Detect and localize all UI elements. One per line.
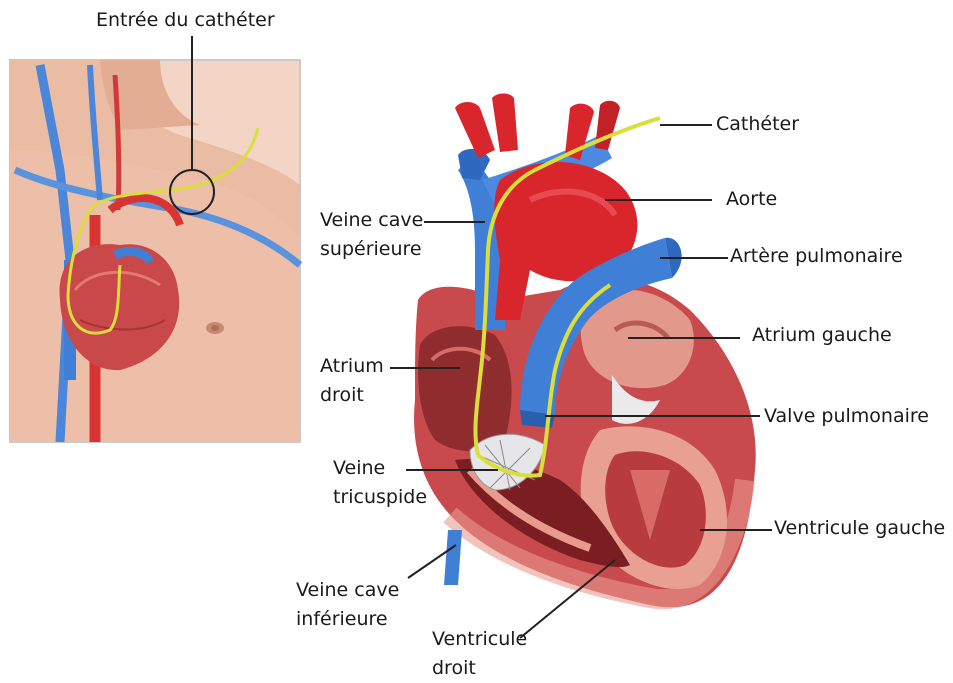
- label-superior-vena-cava-line2: supérieure: [320, 235, 423, 264]
- label-right-ventricle-line2: droit: [432, 654, 527, 683]
- label-catheter-entry: Entrée du cathéter: [96, 6, 275, 35]
- torso-inset: [10, 60, 300, 442]
- label-right-ventricle-line1: Ventricule: [432, 625, 527, 654]
- label-inferior-vena-cava-line1: Veine cave: [296, 576, 399, 605]
- label-inferior-vena-cava: Veine cave inférieure: [296, 576, 399, 634]
- label-left-atrium: Atrium gauche: [752, 321, 892, 350]
- label-aorta: Aorte: [726, 185, 777, 214]
- label-inferior-vena-cava-line2: inférieure: [296, 605, 399, 634]
- label-catheter: Cathéter: [716, 110, 799, 139]
- label-right-atrium-line2: droit: [320, 381, 384, 410]
- label-right-atrium: Atrium droit: [320, 352, 384, 410]
- label-tricuspid: Veine tricuspide: [333, 454, 427, 512]
- label-pulmonary-artery: Artère pulmonaire: [730, 242, 903, 271]
- label-tricuspid-line1: Veine: [333, 454, 427, 483]
- label-superior-vena-cava: Veine cave supérieure: [320, 206, 423, 264]
- label-left-ventricle: Ventricule gauche: [774, 514, 945, 543]
- label-right-atrium-line1: Atrium: [320, 352, 384, 381]
- label-right-ventricle: Ventricule droit: [432, 625, 527, 683]
- label-superior-vena-cava-line1: Veine cave: [320, 206, 423, 235]
- label-pulmonary-valve: Valve pulmonaire: [764, 402, 929, 431]
- label-tricuspid-line2: tricuspide: [333, 483, 427, 512]
